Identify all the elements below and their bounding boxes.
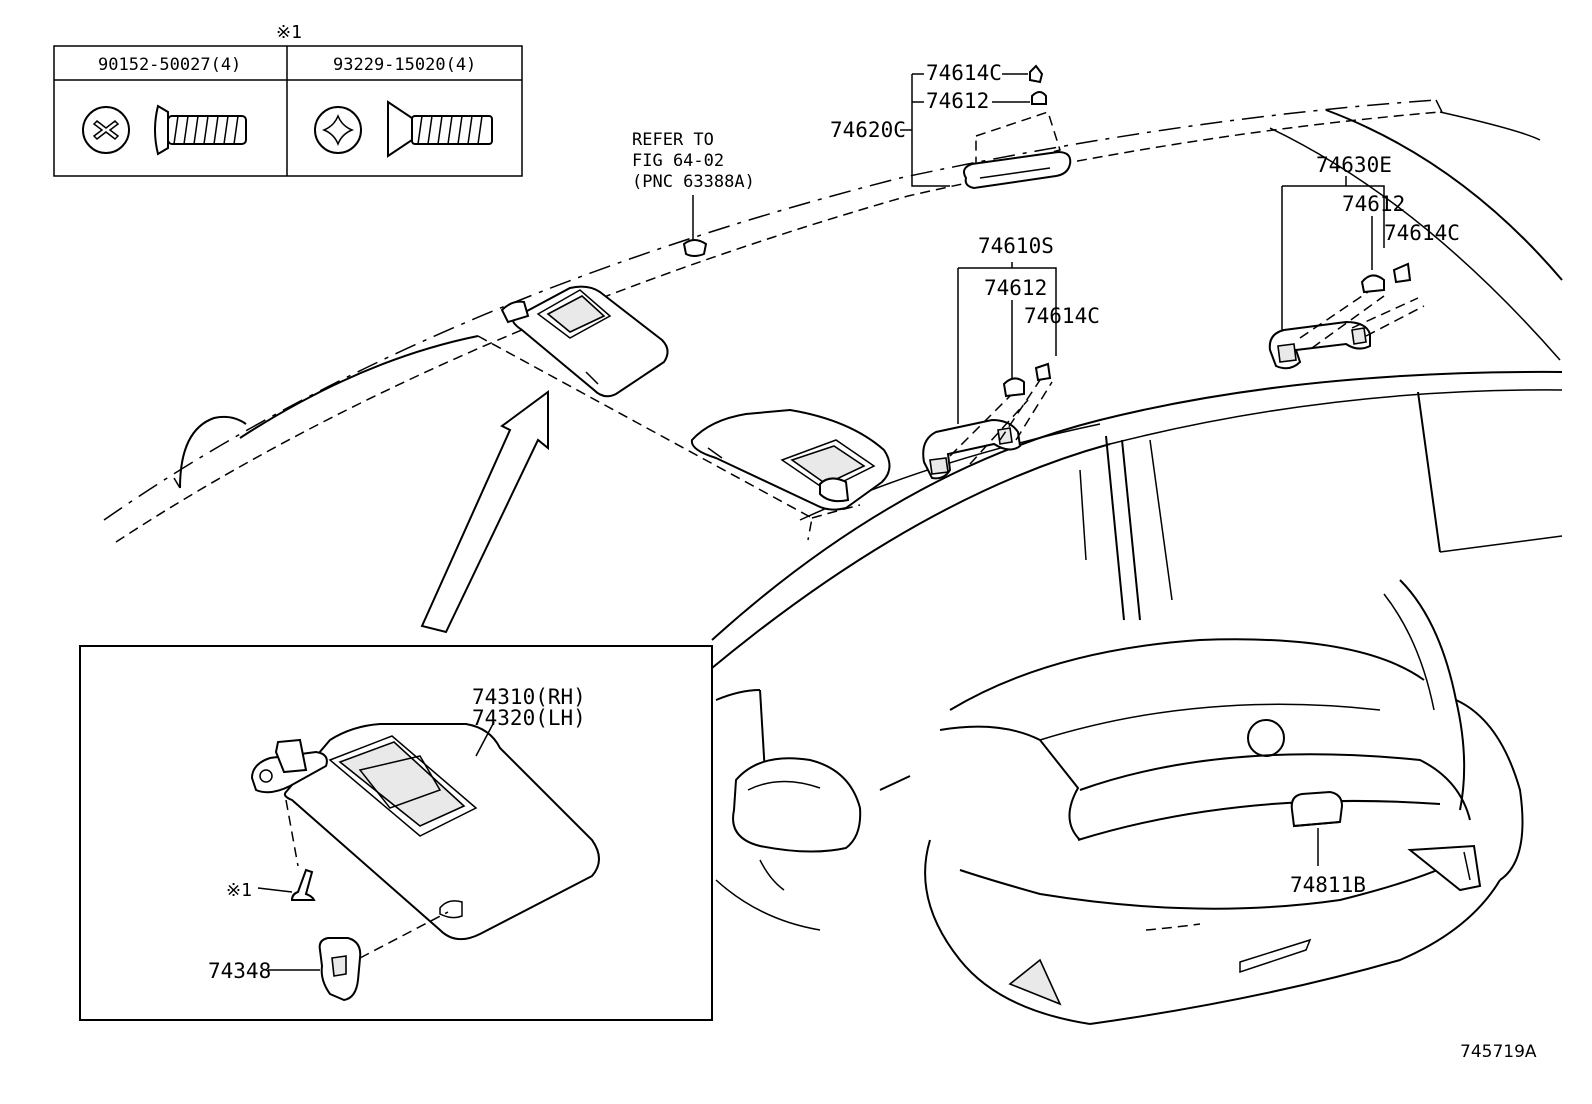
grip-rear-cap-icon: [1360, 274, 1385, 294]
refer-note-line-2: FIG 64-02: [632, 151, 724, 171]
label-grip-mid: 74610S: [978, 234, 1054, 258]
visor-screw-icon: [290, 868, 316, 901]
grip-mid-cap-icon: [1002, 377, 1025, 398]
table-note-mark: ※1: [276, 22, 302, 43]
label-grip-rear: 74630E: [1316, 153, 1392, 177]
refer-note-line-3: (PNC 63388A): [632, 172, 755, 192]
cross-recess-screw-head-icon: [82, 106, 130, 154]
label-grip-mid-clip: 74614C: [1024, 304, 1100, 328]
callout-labels: 74614C 74612 74620C 74630E 74612 74614C …: [208, 61, 1460, 983]
table-frame: [53, 45, 523, 177]
back-door-grip: [1290, 790, 1344, 866]
grip-front-clip-icon: [1029, 64, 1044, 84]
label-sunvisor-rh: 74310(RH): [472, 685, 586, 709]
grip-front-cap-icon: [1031, 91, 1047, 105]
label-sunvisor-lh: 74320(LH): [472, 706, 586, 730]
roof-sun-visor-lh: [690, 408, 891, 511]
label-grip-rear-clip: 74614C: [1384, 221, 1460, 245]
grip-rear-clip-icon: [1392, 262, 1412, 284]
table-col-1-part: 90152-50027(4): [98, 55, 241, 75]
label-grip-front-clip: 74614C: [926, 61, 1002, 85]
rear-emblem-icon: [1247, 719, 1285, 757]
grip-mid-clip-icon: [1034, 362, 1052, 382]
label-screw-note: ※1: [226, 880, 252, 901]
fastener-table: ※1 90152-50027(4) 93229-15020(4): [53, 22, 523, 177]
roof-clip-icon: [682, 239, 708, 257]
refer-note-line-1: REFER TO: [632, 130, 714, 150]
refer-note: REFER TO FIG 64-02 (PNC 63388A): [632, 130, 755, 257]
label-back-door-grip: 74811B: [1290, 873, 1366, 897]
assist-grip-rear: [1268, 176, 1425, 370]
assist-grip-mid: [922, 262, 1057, 480]
assist-grip-front: [900, 64, 1072, 190]
flat-head-screw-2-icon: [387, 100, 493, 158]
figure-id: 745719A: [1460, 1042, 1537, 1062]
detail-pointer-arrow: [420, 390, 549, 634]
label-grip-front-cap: 74612: [926, 89, 989, 113]
vehicle-body-outline: [103, 99, 1563, 1025]
flat-head-screw-1-icon: [154, 104, 247, 156]
sun-visor-detail-box: [79, 645, 713, 1021]
torx-screw-head-icon: [314, 106, 362, 154]
label-grip-mid-cap: 74612: [984, 276, 1047, 300]
label-grip-rear-cap: 74612: [1342, 192, 1405, 216]
roof-sun-visor-rh: [500, 285, 669, 398]
table-col-2-part: 93229-15020(4): [333, 55, 476, 75]
label-grip-front: 74620C: [830, 118, 906, 142]
label-visor-holder: 74348: [208, 959, 271, 983]
